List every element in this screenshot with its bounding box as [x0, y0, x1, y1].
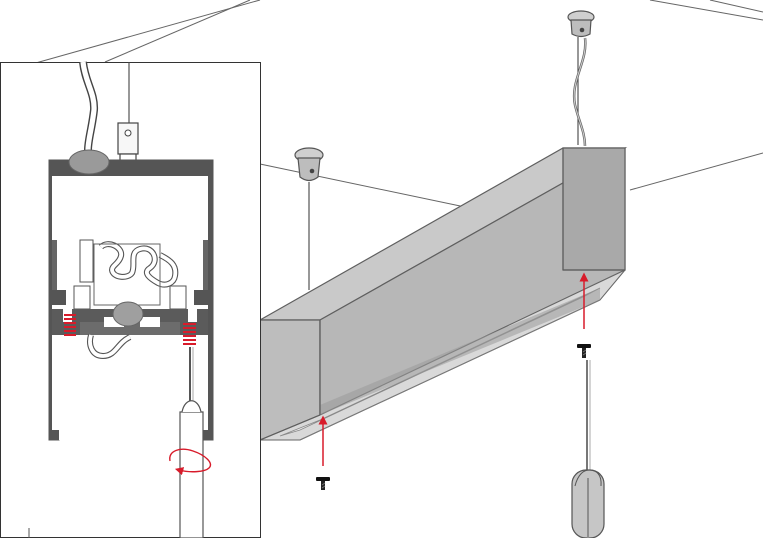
screwdriver-detail: [179, 347, 204, 538]
rotation-arrow: [169, 448, 211, 476]
ceiling-canopy-left: [294, 147, 324, 182]
ceiling-canopy-right: [567, 10, 595, 38]
ceiling-lines: [0, 0, 763, 208]
linear-luminaire-profile: [257, 146, 628, 441]
screw-left: [316, 477, 330, 490]
power-cable: [572, 37, 587, 147]
detail-inset: [0, 61, 261, 538]
screw-right: [577, 344, 591, 358]
screwdriver-main: [571, 360, 605, 538]
